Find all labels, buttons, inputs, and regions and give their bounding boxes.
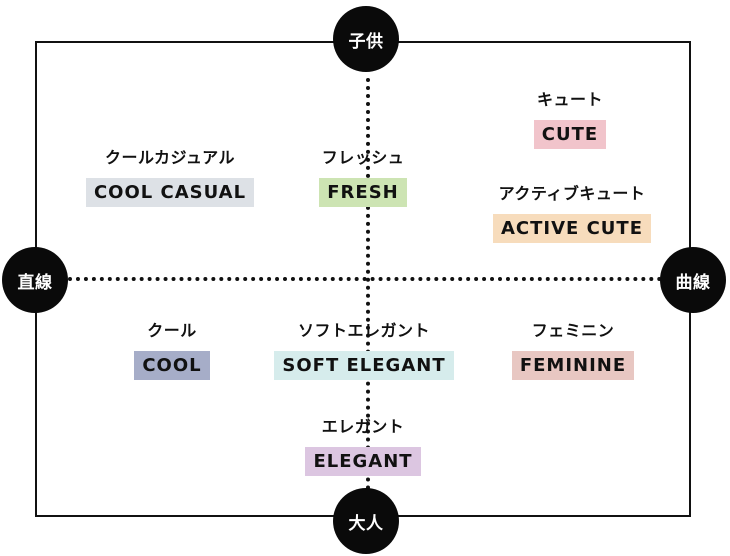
category-badge: COOL	[134, 351, 210, 380]
category-label-jp: フェミニン	[531, 321, 615, 340]
category-label-jp: アクティブキュート	[498, 184, 646, 203]
category-label-jp: フレッシュ	[321, 148, 405, 167]
category-cool: クール COOL	[122, 317, 222, 380]
category-cool-casual: クールカジュアル COOL CASUAL	[60, 144, 280, 207]
category-soft-elegant: ソフトエレガント SOFT ELEGANT	[254, 317, 474, 380]
category-label-jp: エレガント	[321, 417, 405, 436]
category-label-jp: クールカジュアル	[105, 148, 235, 167]
category-elegant: エレガント ELEGANT	[292, 413, 434, 476]
category-badge: ACTIVE CUTE	[492, 214, 651, 243]
category-label-jp: ソフトエレガント	[297, 321, 430, 340]
axis-right-node: 曲線	[660, 247, 726, 313]
category-badge: CUTE	[533, 120, 607, 149]
axis-top-node: 子供	[333, 6, 399, 72]
category-badge: SOFT ELEGANT	[274, 351, 454, 380]
horizontal-axis-line	[68, 277, 662, 281]
category-active-cute: アクティブキュート ACTIVE CUTE	[472, 180, 672, 243]
category-badge: COOL CASUAL	[85, 178, 255, 207]
category-badge: ELEGANT	[305, 447, 421, 476]
axis-left-node: 直線	[2, 247, 68, 313]
category-badge: FEMININE	[511, 351, 635, 380]
category-feminine: フェミニン FEMININE	[498, 317, 648, 380]
category-label-jp: キュート	[536, 90, 603, 109]
category-fresh: フレッシュ FRESH	[298, 144, 428, 207]
vertical-axis-line	[366, 78, 370, 498]
category-label-jp: クール	[147, 321, 197, 340]
axis-bottom-node: 大人	[333, 488, 399, 554]
category-badge: FRESH	[319, 178, 407, 207]
category-cute: キュート CUTE	[520, 86, 620, 149]
